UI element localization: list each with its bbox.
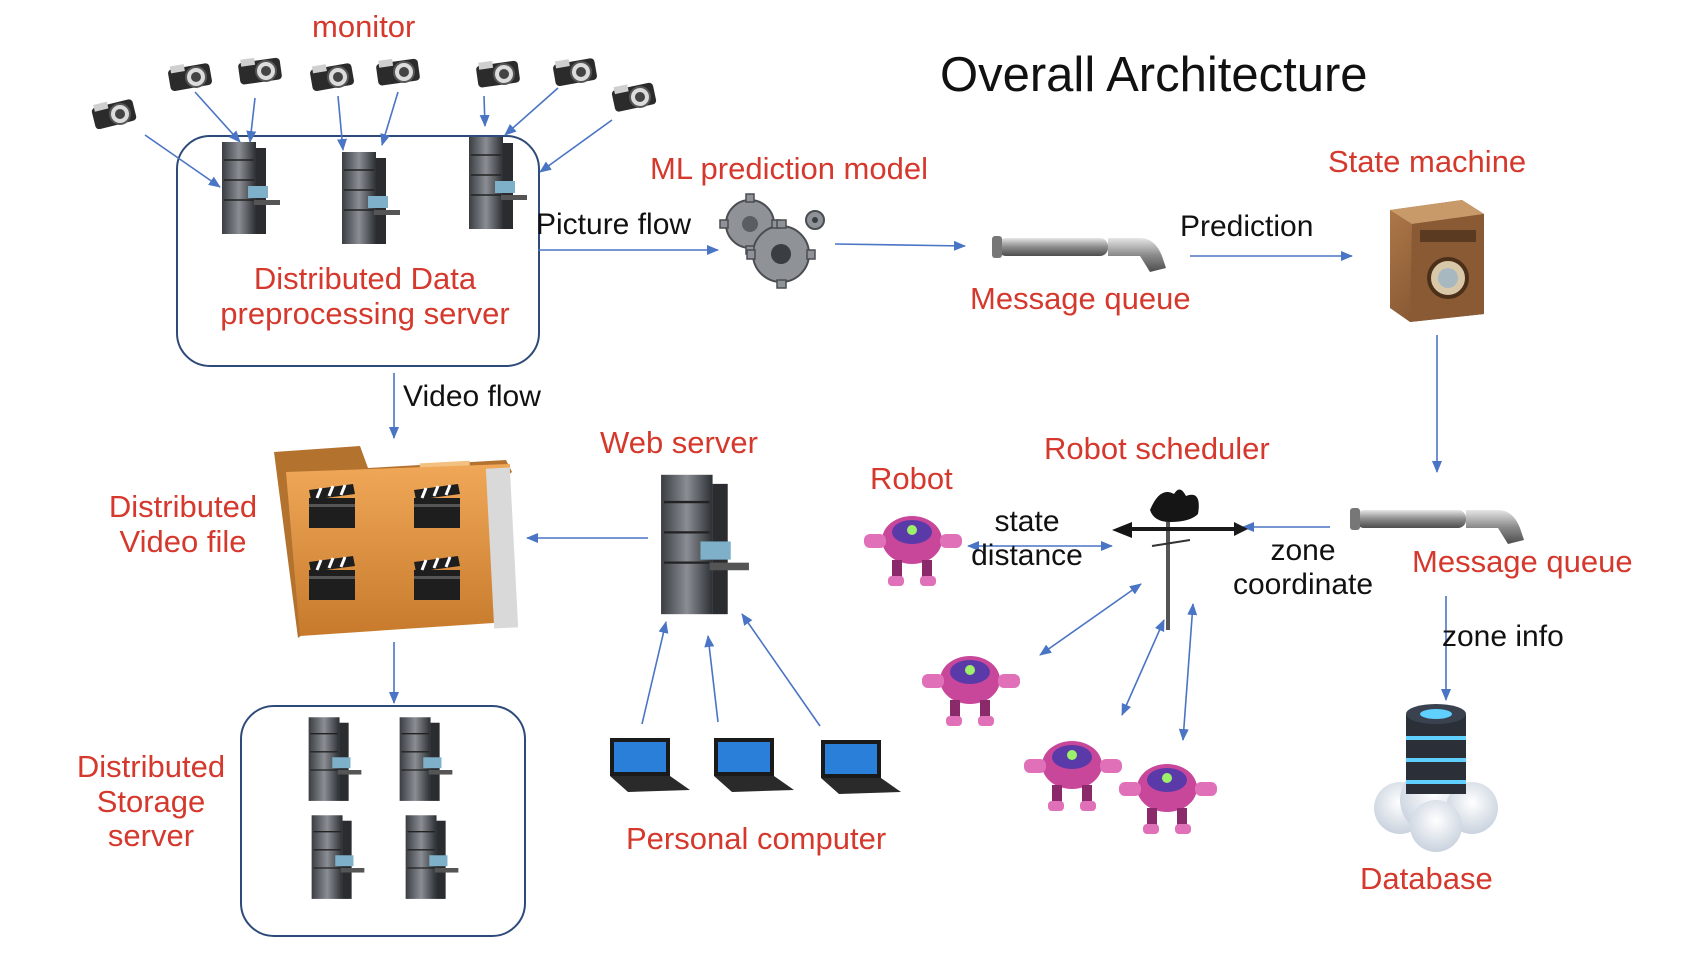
state-machine-label: State machine [1328,144,1527,179]
clapperboard-icon [410,556,464,607]
message-queue-pipe-icon [1348,500,1528,553]
preprocessing-server-group [176,135,540,367]
gears-icon [715,192,830,297]
arrow-camera-1 [144,134,221,188]
server-rack-icon [655,466,755,631]
robot-icon [860,500,966,597]
folder-icon [270,442,520,643]
zone-coordinate-label: zone coordinate [1232,534,1374,601]
camera-icon [610,78,660,117]
server-rack-icon [218,140,284,243]
robot-icon [1020,725,1126,822]
arrow-gears-to-queue [834,240,966,251]
server-rack-icon [402,810,462,911]
zone-info-label: zone info [1442,620,1564,653]
preprocessing-server-label: Distributed Data preprocessing server [220,261,510,331]
arrow-pc3-to-web [741,613,821,727]
arrow-camera-7 [504,87,559,136]
page-title: Overall Architecture [940,48,1368,102]
camera-icon [474,55,524,94]
clapperboard-icon [305,484,359,535]
arrow-pc2-to-web [704,635,719,723]
camera-icon [236,52,286,91]
database-label: Database [1360,861,1493,896]
web-server-label: Web server [600,425,758,460]
arrow-camera-3 [246,97,257,143]
video-file-label: Distributed Video file [108,489,258,559]
robot-label: Robot [870,461,953,496]
state-distance-label: state distance [971,505,1083,572]
message-queue-pipe-icon [990,228,1170,281]
monitor-label: monitor [312,9,416,44]
camera-icon [308,58,358,97]
laptop-icon [815,738,903,801]
arrow-robot4 [1178,603,1198,741]
arrow-camera-5 [380,91,399,146]
server-rack-icon [396,712,456,813]
server-rack-icon [338,150,404,253]
washing-machine-icon [1380,196,1490,329]
storage-server-label: Distributed Storage server [76,749,226,854]
laptop-icon [708,736,796,799]
camera-icon [90,95,140,134]
server-rack-icon [305,712,365,813]
ml-model-label: ML prediction model [650,151,928,186]
arrow-camera-6 [479,95,490,127]
prediction-label: Prediction [1180,210,1314,243]
robot-scheduler-label: Robot scheduler [1044,431,1270,466]
message-queue-top-label: Message queue [970,281,1191,316]
arrow-camera-8 [539,119,613,173]
arrow-robot3 [1121,619,1165,716]
server-rack-icon [308,810,368,911]
clapperboard-icon [305,556,359,607]
picture-flow-label: Picture flow [536,208,692,241]
video-flow-label: Video flow [403,380,541,413]
robot-icon [918,640,1024,737]
database-cloud-icon [1368,700,1504,857]
clapperboard-icon [410,484,464,535]
robot-icon [1115,748,1221,845]
arrow-camera-2 [194,91,241,143]
server-rack-icon [465,135,531,238]
camera-icon [166,58,216,97]
weathervane-rooster-icon [1110,480,1250,635]
personal-computer-label: Personal computer [626,821,887,856]
arrow-robot2 [1039,583,1142,656]
camera-icon [551,53,601,92]
message-queue-right-label: Message queue [1412,544,1633,579]
storage-server-group [240,705,526,937]
arrow-pc1-to-web [641,621,669,725]
arrow-camera-4 [337,95,347,151]
laptop-icon [604,736,692,799]
camera-icon [374,53,424,92]
